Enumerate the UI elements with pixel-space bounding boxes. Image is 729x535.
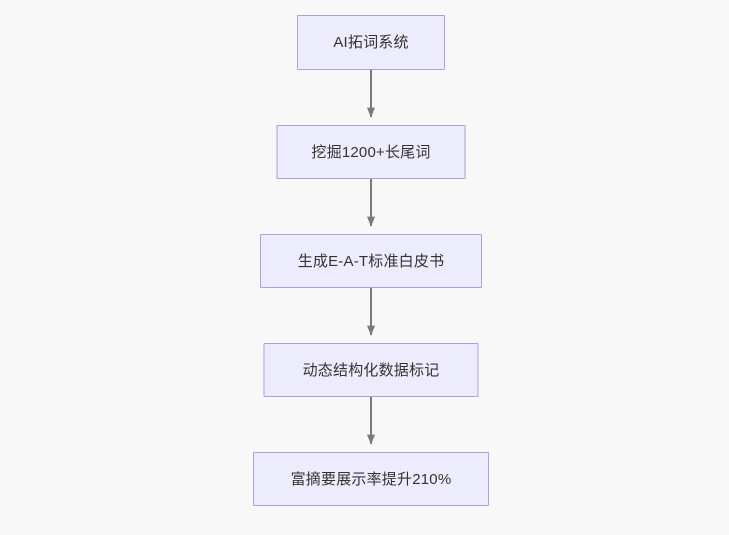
flow-node-generate-eat-whitepaper[interactable]: 生成E-A-T标准白皮书	[260, 234, 482, 288]
flow-node-label: 动态结构化数据标记	[302, 361, 440, 379]
flow-node-label: 富摘要展示率提升210%	[290, 470, 452, 488]
flow-node-mine-longtail-keywords[interactable]: 挖掘1200+长尾词	[276, 125, 466, 179]
flow-node-rich-snippet-impression-uplift[interactable]: 富摘要展示率提升210%	[253, 452, 489, 506]
flow-node-label: AI拓词系统	[333, 34, 409, 51]
flow-node-label: 挖掘1200+长尾词	[311, 143, 431, 161]
flow-node-label: 生成E-A-T标准白皮书	[297, 252, 445, 270]
flow-node-dynamic-structured-data-markup[interactable]: 动态结构化数据标记	[263, 343, 479, 397]
flow-node-ai-keyword-system[interactable]: AI拓词系统	[297, 15, 445, 70]
